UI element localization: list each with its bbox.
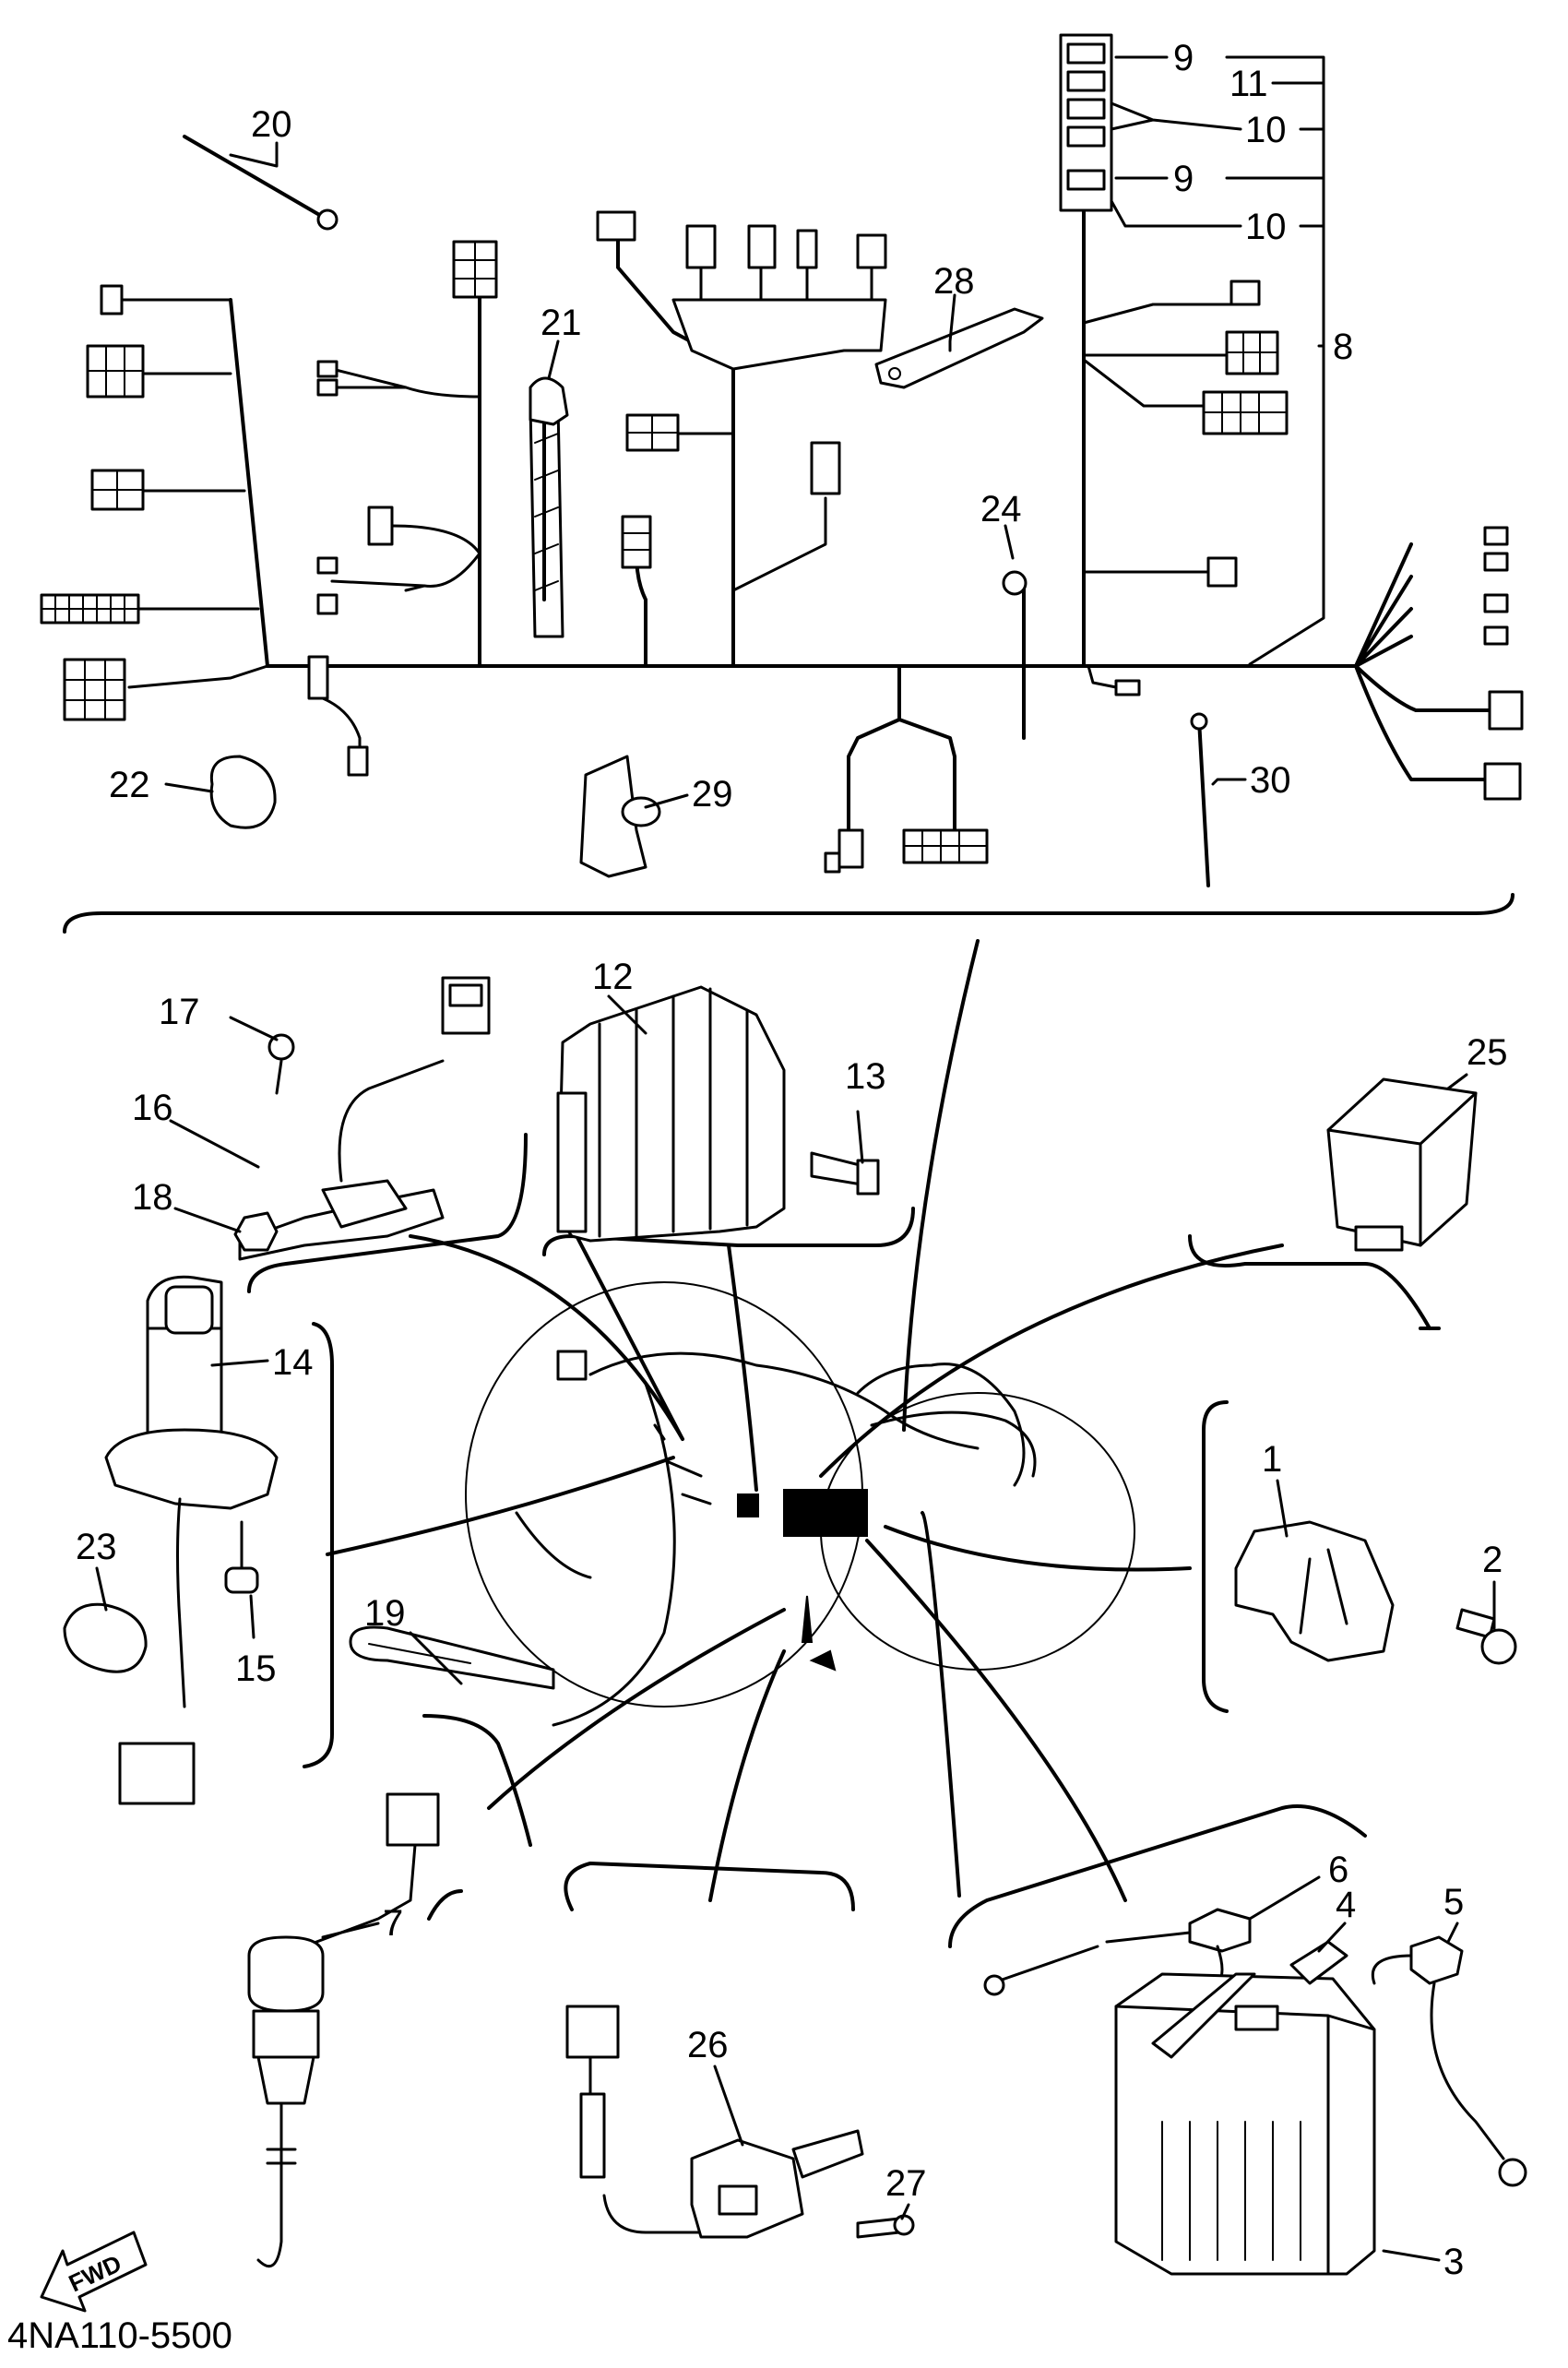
callout-21: 21 — [540, 303, 582, 343]
cable-5 — [1372, 1935, 1527, 2187]
callout-numbers: 9 11 10 9 10 8 20 21 28 24 22 29 30 17 1… — [76, 38, 1508, 2282]
nut-18 — [233, 1211, 279, 1252]
connector-right-b — [1483, 762, 1522, 801]
callout-30: 30 — [1250, 760, 1291, 801]
callout-13: 13 — [845, 1056, 886, 1097]
band-19 — [349, 1625, 555, 1690]
callout-2: 2 — [1482, 1540, 1503, 1580]
callout-25: 25 — [1467, 1032, 1508, 1073]
callout-18: 18 — [132, 1177, 173, 1218]
relay-25 — [1326, 1077, 1478, 1252]
ignitor-unit-location — [783, 1489, 868, 1537]
connector-9p — [63, 658, 126, 721]
battery-3 — [1114, 1972, 1376, 2276]
terminal-3 — [1483, 593, 1509, 613]
callout-29: 29 — [692, 774, 733, 815]
bracket-28 — [874, 307, 1044, 389]
callout-10-lower: 10 — [1245, 207, 1287, 247]
callout-28: 28 — [933, 261, 975, 302]
terminal-2 — [1483, 552, 1509, 572]
rectifier-regulator-12 — [556, 985, 786, 1243]
bolt-15 — [224, 1520, 259, 1594]
connector-right-a — [1488, 690, 1524, 731]
connector-3p — [621, 515, 652, 569]
callout-4: 4 — [1336, 1885, 1356, 1925]
callout-8: 8 — [1333, 327, 1353, 367]
bolt-2 — [1455, 1608, 1517, 1665]
callout-3: 3 — [1443, 2242, 1464, 2282]
wire-harness — [40, 33, 1524, 874]
callout-9-lower: 9 — [1173, 159, 1194, 199]
fuse-holder-6 — [1105, 1908, 1252, 1985]
callout-26: 26 — [687, 2025, 729, 2065]
band-30 — [1190, 712, 1210, 887]
callout-10-top: 10 — [1245, 110, 1287, 150]
callout-22: 22 — [109, 765, 150, 805]
callout-19: 19 — [364, 1593, 406, 1634]
bolt-17 — [267, 1033, 295, 1095]
clamp-21 — [529, 376, 569, 426]
leader-lines — [326, 939, 1284, 1902]
relay-bracket — [671, 298, 887, 371]
callout-1: 1 — [1262, 1439, 1282, 1480]
connector-1p — [100, 284, 124, 315]
callout-20: 20 — [251, 104, 292, 145]
callout-27: 27 — [885, 2163, 927, 2204]
holder-29 — [579, 755, 661, 878]
section-braces — [247, 1133, 1441, 1948]
main-switch-14 — [104, 1275, 279, 1805]
clamp-24 — [1002, 570, 1028, 596]
callout-leaders — [95, 55, 1496, 2262]
clamp-22 — [209, 755, 277, 829]
callout-16: 16 — [132, 1088, 173, 1128]
band-4 — [1289, 1940, 1348, 1985]
terminal-1 — [1483, 526, 1509, 546]
callout-6: 6 — [1328, 1850, 1348, 1890]
cable-tie-20 — [183, 135, 339, 231]
clamp-23 — [63, 1602, 148, 1673]
starter-relay-1 — [1234, 1520, 1395, 1662]
callout-7: 7 — [383, 1903, 403, 1944]
callout-11: 11 — [1229, 64, 1268, 104]
motorcycle-outline — [465, 1281, 1135, 1727]
sensor-7 — [247, 1792, 440, 2268]
callout-17: 17 — [159, 992, 200, 1032]
harness-brace — [63, 893, 1515, 934]
fwd-arrow-icon: FWD — [40, 2231, 148, 2313]
callout-14: 14 — [272, 1342, 314, 1383]
callout-9-top: 9 — [1173, 38, 1194, 78]
sensor-bracket-16 — [238, 976, 491, 1261]
bolt-13 — [810, 1151, 880, 1196]
callout-12: 12 — [592, 957, 634, 997]
diagram-code: 4NA110-5500 — [7, 2315, 232, 2356]
terminal-4 — [1483, 625, 1509, 646]
callout-5: 5 — [1443, 1882, 1464, 1922]
callout-23: 23 — [76, 1527, 117, 1567]
callout-24: 24 — [980, 489, 1022, 530]
callout-15: 15 — [235, 1648, 277, 1689]
battery-lead — [983, 1945, 1099, 1996]
screw-27 — [856, 2214, 915, 2239]
switch-26 — [565, 2005, 864, 2239]
